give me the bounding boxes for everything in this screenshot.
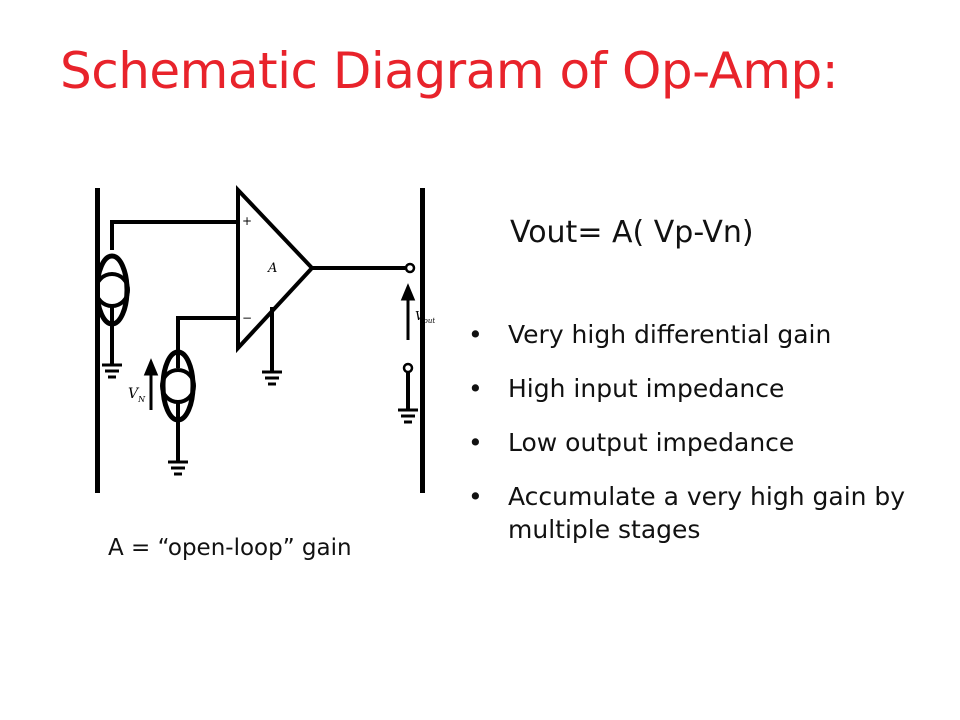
- output-equation: Vout= A( Vp-Vn): [510, 215, 754, 250]
- bullet-icon: •: [468, 482, 483, 511]
- frame-left-bar: [95, 188, 100, 493]
- minus-sign-label: −: [242, 311, 252, 325]
- vp-input-wire: [110, 220, 238, 250]
- svg-text:VN: VN: [128, 386, 146, 404]
- op-amp-triangle: [236, 184, 315, 354]
- bullet-icon: •: [468, 428, 483, 457]
- bullet-text: High input impedance: [508, 374, 785, 403]
- vp-source-ellipse: [95, 253, 130, 327]
- bullet-text: Accumulate a very high gain by multiple …: [508, 482, 906, 544]
- vn-source-circle: [160, 368, 196, 404]
- list-item: • High input impedance: [468, 372, 948, 405]
- bullet-icon: •: [468, 374, 483, 403]
- vout-arrow-icon: [400, 283, 416, 340]
- vn-label: V: [128, 386, 140, 402]
- open-loop-gain-caption: A = “open-loop” gain: [108, 535, 352, 561]
- slide-title: Schematic Diagram of Op-Amp:: [60, 42, 839, 100]
- vout-ground-symbol: [398, 408, 418, 424]
- vout-label: V: [415, 309, 425, 323]
- vout-terminal-bottom: [402, 362, 414, 374]
- bullet-text: Low output impedance: [508, 428, 795, 457]
- frame-right-bar: [420, 188, 425, 493]
- vn-source-ellipse: [160, 349, 196, 423]
- amp-gain-label: A: [267, 261, 277, 276]
- vout-label-sub: out: [424, 317, 435, 325]
- amp-ground-symbol: [262, 370, 282, 386]
- bullet-icon: •: [468, 320, 483, 349]
- bullet-text: Very high differential gain: [508, 320, 832, 349]
- vp-ground-symbol: [102, 363, 122, 379]
- feature-list: • Very high differential gain • High input…: [468, 318, 948, 567]
- vp-source-circle: [95, 272, 130, 308]
- list-item: • Low output impedance: [468, 426, 948, 459]
- op-amp-schematic: + − A Vp VN Vout: [95, 184, 435, 493]
- vout-terminal-top: [404, 262, 416, 274]
- svg-text:Vout: Vout: [415, 309, 435, 325]
- plus-sign-label: +: [242, 214, 252, 228]
- vn-label-sub: N: [137, 395, 146, 404]
- list-item: • Very high differential gain: [468, 318, 948, 351]
- list-item: • Accumulate a very high gain by multiple…: [468, 480, 948, 546]
- vn-ground-symbol: [168, 460, 188, 476]
- vn-arrow-icon: [143, 358, 159, 410]
